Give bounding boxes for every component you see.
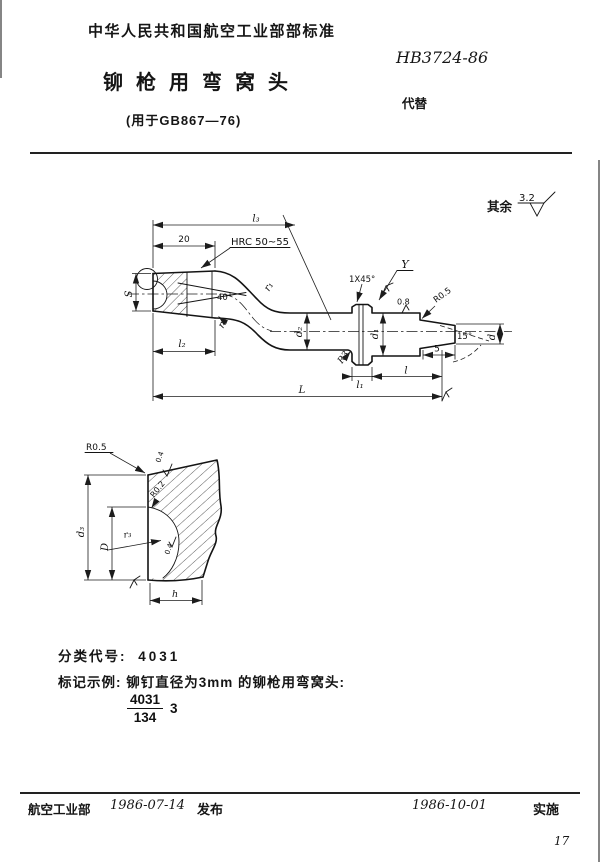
designation-fraction: 4031 134 xyxy=(127,692,164,725)
roughness-mark xyxy=(168,536,177,549)
detail-outline xyxy=(147,459,223,582)
dim-5-label: 5 xyxy=(434,345,440,355)
designation-size: 3 xyxy=(170,701,178,716)
R05-leader xyxy=(421,305,436,319)
head-section-hatching xyxy=(153,272,187,316)
scan-edge-left xyxy=(0,0,2,78)
footer-issue-label: 发布 xyxy=(197,802,224,817)
dim-l-label: l xyxy=(404,366,407,377)
dim-L-label: L xyxy=(298,385,306,396)
cone-angle-lines xyxy=(177,282,247,305)
dim-l2-label: l₂ xyxy=(178,339,185,350)
roughness-08-label: 0.8 xyxy=(397,298,410,307)
detail-rough04-top-label: 0.4 xyxy=(154,450,166,464)
roughness-mark xyxy=(162,463,173,477)
classification-line: 分类代号: 4031 xyxy=(58,645,180,665)
dim-d3-label: d₃ xyxy=(76,527,87,537)
dimple-cavity-arc xyxy=(152,280,168,310)
detail-R02-leader xyxy=(151,497,160,509)
chamfer-leader xyxy=(356,283,363,303)
scan-edge-right xyxy=(598,160,600,862)
roughness-08-mark xyxy=(401,304,410,314)
classification-label: 分类代号: xyxy=(58,649,127,664)
roughness-symbol-icon: 3.2 xyxy=(517,191,556,217)
dim-R05-label: R0.5 xyxy=(432,286,454,306)
footer-impl-date: 1986-10-01 xyxy=(412,798,487,813)
detail-view-drawing: R0.5 0.4 R0.2 d₃ D r₃ 0.4 h xyxy=(76,443,223,605)
dim-r1-label: r₁ xyxy=(262,280,276,293)
dim-R3-label: R3 xyxy=(336,350,352,367)
dim-l1-label: l₁ xyxy=(356,380,363,391)
designation-example: 4031 134 3 xyxy=(127,692,178,725)
designation-numerator: 4031 xyxy=(127,692,164,709)
detail-cavity-arc xyxy=(147,506,180,579)
roughness-triangle xyxy=(529,202,545,217)
replaces-label: 代替 xyxy=(402,97,428,111)
r2-leader xyxy=(218,316,229,326)
marking-example-line: 标记示例: 铆钉直径为3mm 的铆枪用弯窝头: xyxy=(58,675,346,690)
detail-section-hatching xyxy=(148,460,222,581)
chamfer-label: 1X45° xyxy=(349,275,375,285)
R3-leader xyxy=(341,351,351,362)
roughness-mark xyxy=(441,387,453,402)
view-y-label: Y xyxy=(401,258,410,271)
roughness-mark xyxy=(129,575,141,589)
oblique-extension-line xyxy=(282,214,332,321)
page-number: 17 xyxy=(554,834,570,848)
general-roughness-note: 其余 3.2 xyxy=(487,191,558,219)
dim-s-label: S xyxy=(124,290,135,297)
view-y-leader xyxy=(378,270,398,301)
roughness-note-prefix: 其余 xyxy=(487,199,513,214)
document-subtitle: (用于GB867—76) xyxy=(126,113,242,128)
dim-l3-label: l₃ xyxy=(252,214,259,225)
roughness-value: 3.2 xyxy=(519,193,535,204)
hardness-leader xyxy=(200,247,231,269)
classification-value: 4031 xyxy=(138,649,181,664)
footer-issue-date: 1986-07-14 xyxy=(110,798,185,813)
detail-R05-label: R0.5 xyxy=(86,443,107,453)
document-title: 铆枪用弯窝头 xyxy=(103,72,301,94)
part-outline xyxy=(136,268,456,366)
footer-impl-label: 实施 xyxy=(533,802,560,817)
hardness-note: HRC 50~55 xyxy=(231,237,289,248)
dim-angle15-label: 15° xyxy=(457,332,472,342)
detail-R05-leader xyxy=(109,452,146,474)
dim-20-label: 20 xyxy=(178,235,190,245)
dim-d-label: d xyxy=(487,334,498,340)
dim-D-label: D xyxy=(100,543,111,552)
dim-r3-label: r₃ xyxy=(123,530,133,541)
dim-d2-label: d₂ xyxy=(294,327,305,337)
footer-divider xyxy=(20,792,580,794)
standard-number: HB3724-86 xyxy=(396,48,489,67)
dim-h-label: h xyxy=(172,589,178,600)
main-technical-drawing: 40° l₃ 20 HRC 50~55 S r₁ r₂ l₂ d₂ R3 xyxy=(124,214,512,402)
header-divider xyxy=(30,152,572,154)
roughness-mark xyxy=(381,282,394,296)
standard-org-title: 中华人民共和国航空工业部部标准 xyxy=(88,23,336,40)
footer-issuer: 航空工业部 xyxy=(28,803,91,817)
dim-d1-label: d₁ xyxy=(370,329,381,339)
dim-angle40-label: 40° xyxy=(217,293,232,303)
designation-denominator: 134 xyxy=(133,710,157,725)
detail-rough04-sphere-label: 0.4 xyxy=(163,542,175,556)
detail-r3-leader xyxy=(107,539,162,551)
